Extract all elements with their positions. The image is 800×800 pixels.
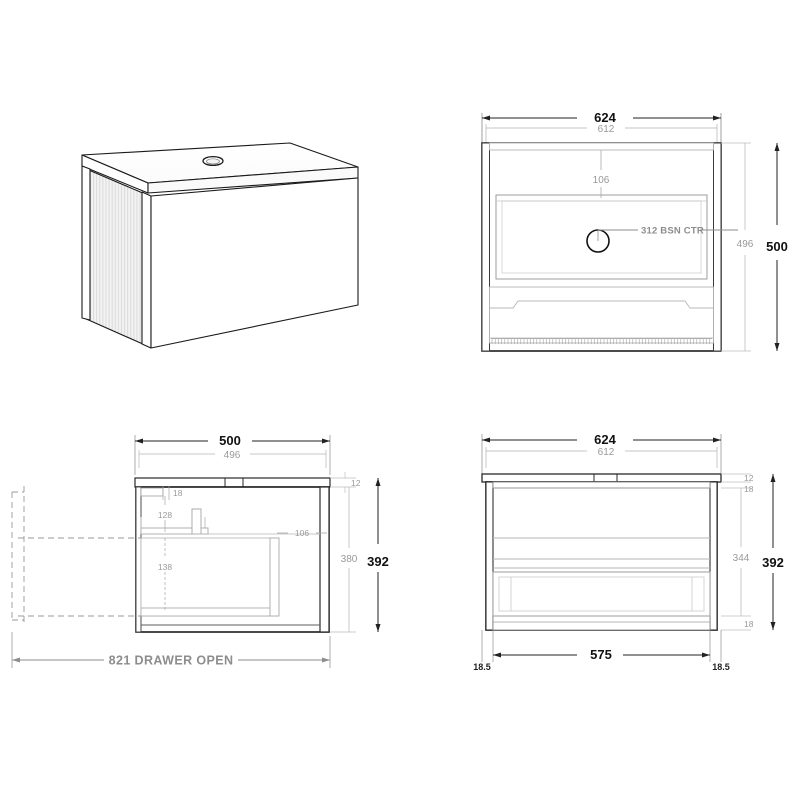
front-lower-drawer (489, 286, 714, 344)
fluted-drawer-front (83, 167, 146, 346)
rear-elevation-view: 624 612 (455, 420, 800, 690)
dim-value-drawer-back-offset: 106 (295, 528, 309, 538)
dim-bottom-rail-18: 18 (721, 619, 754, 631)
dim-value-carcass-height: 496 (737, 239, 754, 250)
dim-value-top-thickness-rear: 12 (744, 473, 754, 483)
dim-top-rail-18: 18 (721, 484, 754, 494)
dim-upper-drawer-height-128: 128 (158, 496, 172, 532)
dim-overall-depth-500: 500 (134, 433, 331, 475)
dim-value-upper-drawer-height: 128 (158, 510, 172, 520)
dim-value-overall-height: 500 (766, 239, 788, 254)
side-countertop (134, 477, 331, 488)
right-stile (141, 191, 152, 349)
dim-overall-width-624-rear: 624 (481, 432, 722, 478)
isometric-view (0, 0, 400, 420)
front-elevation-view: 624 612 (455, 95, 800, 385)
dim-panel-thickness-18: 18 (140, 486, 183, 500)
dim-value-internal-width: 575 (590, 647, 612, 662)
dim-carcass-width-612-rear: 612 (485, 447, 718, 468)
front-top-rail (489, 142, 714, 151)
dim-value-internal-height: 344 (733, 553, 750, 564)
dim-value-overall-width-rear: 624 (594, 432, 616, 447)
dim-value-bottom-rail-thickness: 18 (744, 619, 754, 629)
dim-value-top-thickness: 12 (351, 478, 361, 488)
side-elevation-view: 500 496 (0, 420, 400, 690)
dim-drawer-back-offset-106: 106 (277, 528, 327, 538)
dim-top-to-basin-106: 106 (593, 150, 610, 198)
fluted-bottom-edge (491, 338, 712, 344)
side-lower-drawer (140, 537, 280, 617)
dim-value-basin-centre: 312 BSN CTR (641, 226, 704, 237)
dim-value-overall-height-392: 392 (367, 554, 389, 569)
dim-carcass-width-612: 612 (485, 124, 718, 143)
dim-value-left-side-thickness: 18.5 (473, 662, 491, 672)
drawer-open-ghost (11, 486, 141, 626)
dim-value-overall-height-392-rear: 392 (762, 555, 784, 570)
dim-overall-height-392: 392 (367, 478, 389, 632)
dim-internal-height-344: 344 (721, 488, 751, 617)
dim-top-thickness-12-rear: 12 (721, 473, 754, 483)
tap-hole-inner (206, 158, 220, 165)
side-upper-drawer (140, 508, 320, 535)
vanity-3d-body (81, 142, 359, 349)
dim-bottom-row: 575 18.5 18.5 (473, 630, 730, 672)
dim-carcass-depth-496: 496 (138, 450, 327, 468)
dim-carcass-height-496: 496 (721, 142, 754, 352)
rear-internal-rails (493, 537, 710, 569)
dim-value-overall-width: 624 (594, 110, 616, 125)
dim-value-carcass-width: 612 (598, 124, 615, 135)
left-stile (81, 165, 91, 321)
dim-value-overall-depth: 500 (219, 433, 241, 448)
basin-centre-callout: 312 BSN CTR (586, 226, 738, 253)
dim-value-drawer-open: 821 DRAWER OPEN (109, 654, 234, 668)
dim-value-carcass-height-380: 380 (341, 554, 358, 565)
dim-value-panel-thickness: 18 (173, 488, 183, 498)
dim-overall-height-392-rear: 392 (762, 474, 784, 630)
right-side-panel (150, 177, 359, 349)
dim-top-thickness-12: 12 (330, 472, 361, 493)
dim-value-top-rail-thickness: 18 (744, 484, 754, 494)
dim-overall-height-500: 500 (766, 143, 788, 351)
dim-value-carcass-depth: 496 (224, 450, 241, 461)
dim-carcass-height-380: 380 (330, 487, 358, 633)
dim-value-right-side-thickness: 18.5 (712, 662, 730, 672)
dim-value-top-to-basin: 106 (593, 175, 610, 186)
dim-value-lower-drawer-height: 138 (158, 562, 172, 572)
rear-countertop (481, 473, 722, 483)
dim-value-carcass-width-rear: 612 (598, 447, 615, 458)
rear-lower-panel (492, 571, 711, 617)
dim-lower-drawer-height-138: 138 (158, 538, 172, 612)
dim-drawer-open-821: 821 DRAWER OPEN (11, 632, 331, 668)
